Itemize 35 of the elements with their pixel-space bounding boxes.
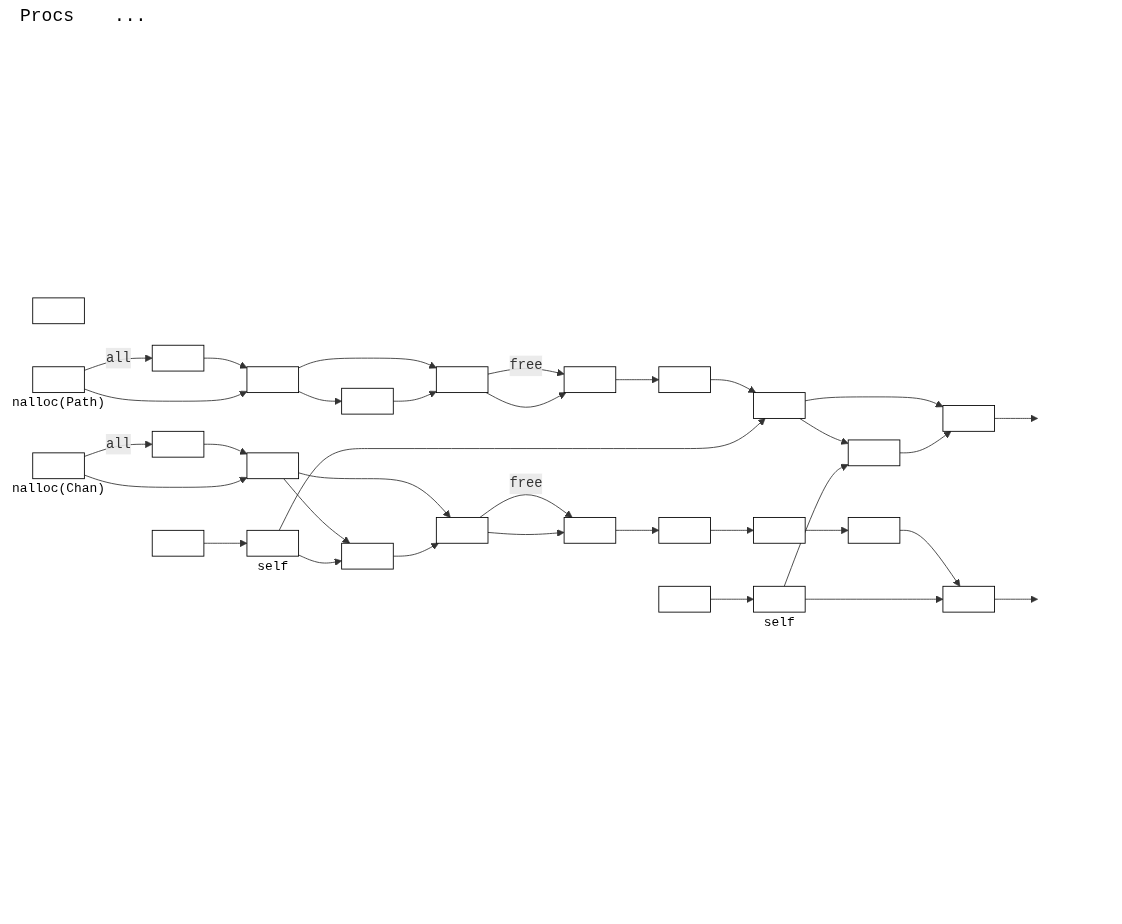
edge-label: free (509, 475, 543, 492)
edge-label: all (105, 350, 131, 366)
node-box (847, 516, 901, 544)
node-box (435, 516, 489, 544)
diagram-label: Procs (20, 6, 74, 26)
node-caption: self (763, 614, 795, 630)
node-box (847, 439, 901, 466)
diagram-label: ... (114, 6, 147, 26)
node-box (753, 585, 806, 613)
node-box (151, 529, 205, 557)
node-box (151, 430, 205, 458)
node-box (942, 585, 995, 613)
node-box (32, 366, 85, 393)
node-box (246, 452, 299, 479)
node-box (942, 404, 995, 432)
node-box (341, 387, 394, 415)
node-box (753, 516, 806, 544)
node-box (563, 366, 617, 393)
node-caption: self (257, 558, 289, 574)
node-box (246, 529, 299, 557)
node-box (246, 366, 299, 393)
node-box (563, 516, 617, 544)
node-box (658, 516, 711, 544)
node-box (658, 585, 711, 613)
node-box (32, 452, 85, 479)
edge-label: free (509, 357, 543, 374)
node-box (753, 391, 806, 419)
node-box (658, 366, 711, 393)
edge-label: all (105, 436, 131, 452)
node-box (341, 542, 394, 570)
node-caption: nalloc(Chan) (12, 481, 106, 497)
node-box (32, 297, 85, 324)
node-box (151, 344, 205, 372)
node-box (435, 366, 489, 393)
node-caption: nalloc(Path) (12, 395, 106, 411)
